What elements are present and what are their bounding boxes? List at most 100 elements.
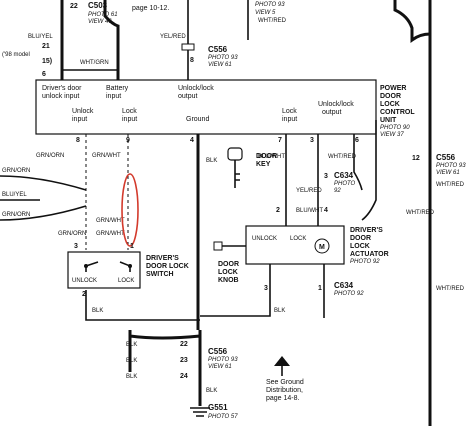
mid-knob-2: LOCK: [218, 269, 238, 276]
g551-photo: PHOTO 57: [208, 414, 238, 420]
cu-unlocklock-1: Unlock/lock: [178, 85, 214, 92]
model-98-label: ('98 model: [2, 52, 30, 58]
left-grn-orn-v: GRN/ORN: [58, 231, 86, 237]
actuator-title-1: DRIVER'S: [350, 227, 383, 234]
left-grn-orn-3: GRN/ORN: [2, 212, 30, 218]
mid-yel-red: YEL/RED: [296, 188, 322, 194]
page-ref: page 10-12.: [132, 5, 169, 12]
actuator-title-2: DOOR: [350, 235, 371, 242]
c634-photo: PHOTO: [334, 181, 356, 187]
right-c556-code: C556: [436, 153, 456, 162]
mid-pin-3b: 3: [264, 285, 268, 292]
top-wht-grn-label: WHT/GRN: [80, 60, 109, 66]
mid-blu-wht: BLU/WHT: [258, 154, 285, 160]
cu-pin-4: 4: [190, 137, 194, 144]
left-grn-orn-2: GRN/ORN: [2, 168, 30, 174]
top-blu-yel-label: BLU/YEL: [28, 34, 53, 40]
actuator-title-3: LOCK: [350, 243, 370, 250]
wire-right-to-actuator: [361, 120, 377, 221]
bottom-pin-24: 24: [180, 373, 188, 380]
bottom-section: BLK BLK BLK 22 23 24 C556 PHOTO 93 VIEW …: [126, 330, 304, 420]
cu-lock-in-r-1: Lock: [282, 108, 297, 115]
top-section: 22 C503 PHOTO 61 VIEW 46 page 10-12. PHO…: [2, 0, 432, 160]
door-lock-knob: [213, 241, 223, 251]
left-grn-wht-v: GRN/WHT: [96, 231, 125, 237]
cu-title-3: LOCK: [380, 101, 400, 108]
cu-unlock-in-1: Unlock: [72, 108, 94, 115]
right-wht-red-3: WHT/RED: [406, 210, 435, 216]
motor-icon: [314, 238, 330, 254]
switch-dot-2: [128, 264, 132, 268]
pin-15: 15): [42, 58, 52, 65]
left-wiring: GRN/ORN GRN/WHT GRN/ORN BLU/YEL GRN/ORN …: [0, 134, 200, 321]
mid-knob-3: KNOB: [218, 277, 239, 284]
bottom-blk-1: BLK: [126, 342, 137, 348]
cu-unlocklock-r-1: Unlock/lock: [318, 101, 354, 108]
switch-contacts: [85, 261, 131, 272]
right-pin-12: 12: [412, 155, 420, 162]
cu-battery-1: Battery: [106, 85, 129, 92]
right-section: 12 C556 PHOTO 93 VIEW 61 WHT/RED WHT/RED…: [361, 120, 466, 426]
wire-wht-red-mid: [353, 134, 363, 191]
left-pin-1: 1: [130, 243, 134, 250]
left-blu-yel: BLU/YEL: [2, 192, 27, 198]
see-ground-2: Distribution,: [266, 387, 303, 394]
mid-pin-4: 4: [324, 207, 328, 214]
door-key-icon: [227, 147, 243, 188]
mid-pin-1: 1: [318, 285, 322, 292]
switch-title-2: DOOR LOCK: [146, 263, 189, 270]
switch-title-1: DRIVER'S: [146, 255, 179, 262]
mid-lock: LOCK: [290, 236, 306, 242]
bottom-blk-3: BLK: [126, 374, 137, 380]
mid-blk-2: BLK: [274, 308, 285, 314]
c556-top-connector: [181, 43, 195, 51]
cu-view: VIEW 37: [380, 132, 404, 138]
actuator-motor: M: [319, 244, 325, 251]
mid-knob-1: DOOR: [218, 261, 239, 268]
mid-blu-wht-2: BLU/WHT: [296, 208, 323, 214]
bottom-blk-2: BLK: [126, 358, 137, 364]
cu-lock-in-2: input: [122, 116, 137, 123]
cu-unlocklock-2: output: [178, 93, 198, 100]
switch-unlock: UNLOCK: [72, 278, 97, 284]
c634-pin3: 3: [324, 173, 328, 180]
ground-arrow-icon: [274, 356, 290, 366]
right-c556-view: VIEW 61: [436, 170, 460, 176]
switch-title-3: SWITCH: [146, 271, 174, 278]
actuator-title-4: ACTUATOR: [350, 251, 389, 258]
ground-symbol: [190, 407, 210, 417]
cu-ground: Ground: [186, 116, 209, 123]
cu-title-2: DOOR: [380, 93, 401, 100]
actuator-photo: PHOTO 92: [350, 259, 380, 265]
switch-lock: LOCK: [118, 278, 134, 284]
switch-dot-1: [84, 264, 88, 268]
left-grn-wht-2: GRN/WHT: [96, 218, 125, 224]
cu-title-5: UNIT: [380, 117, 397, 124]
cu-title-1: POWER: [380, 85, 406, 92]
control-unit: Driver's door unlock input Battery input…: [35, 79, 415, 144]
left-pin-3: 3: [74, 243, 78, 250]
c556-top-code: C556: [208, 45, 228, 54]
cu-drivers-door-1: Driver's door: [42, 85, 82, 92]
right-wht-red-2: WHT/RED: [436, 286, 465, 292]
c503-view: VIEW 46: [88, 19, 112, 25]
switch-box: [67, 251, 141, 289]
cu-pin-8: 8: [76, 137, 80, 144]
highlight-oval: [121, 173, 139, 247]
bottom-c556-code: C556: [208, 347, 228, 356]
cu-drivers-door-2: unlock input: [42, 93, 79, 100]
left-grn-wht-1: GRN/WHT: [92, 153, 121, 159]
cu-pin-7: 7: [278, 137, 282, 144]
cu-pin-6: 6: [355, 137, 359, 144]
c503-photo: PHOTO 61: [88, 12, 118, 18]
bottom-c556-view: VIEW 61: [208, 364, 232, 370]
top-right-view: VIEW 5: [255, 10, 276, 16]
bottom-blk-v: BLK: [206, 388, 217, 394]
mid-wht-red: WHT/RED: [328, 154, 357, 160]
mid-pin-2: 2: [276, 207, 280, 214]
wire-bottom-bus: [128, 330, 202, 406]
wire-grn-orn-branch-2: [0, 205, 87, 221]
pin-21: 21: [42, 43, 50, 50]
c503-pin22: 22: [70, 3, 78, 10]
g551-code: G551: [208, 403, 228, 412]
